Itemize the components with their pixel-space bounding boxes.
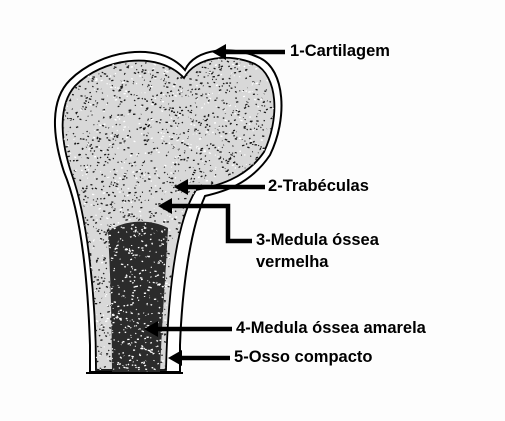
label-medula-amarela: 4-Medula óssea amarela bbox=[236, 317, 426, 339]
label-medula-vermelha: 3-Medula óssea vermelha bbox=[256, 229, 379, 273]
label-trabeculas: 2-Trabéculas bbox=[268, 175, 369, 197]
medullary-canal bbox=[108, 222, 168, 372]
label-cartilagem: 1-Cartilagem bbox=[290, 40, 390, 62]
label-osso-compacto: 5-Osso compacto bbox=[234, 346, 372, 368]
